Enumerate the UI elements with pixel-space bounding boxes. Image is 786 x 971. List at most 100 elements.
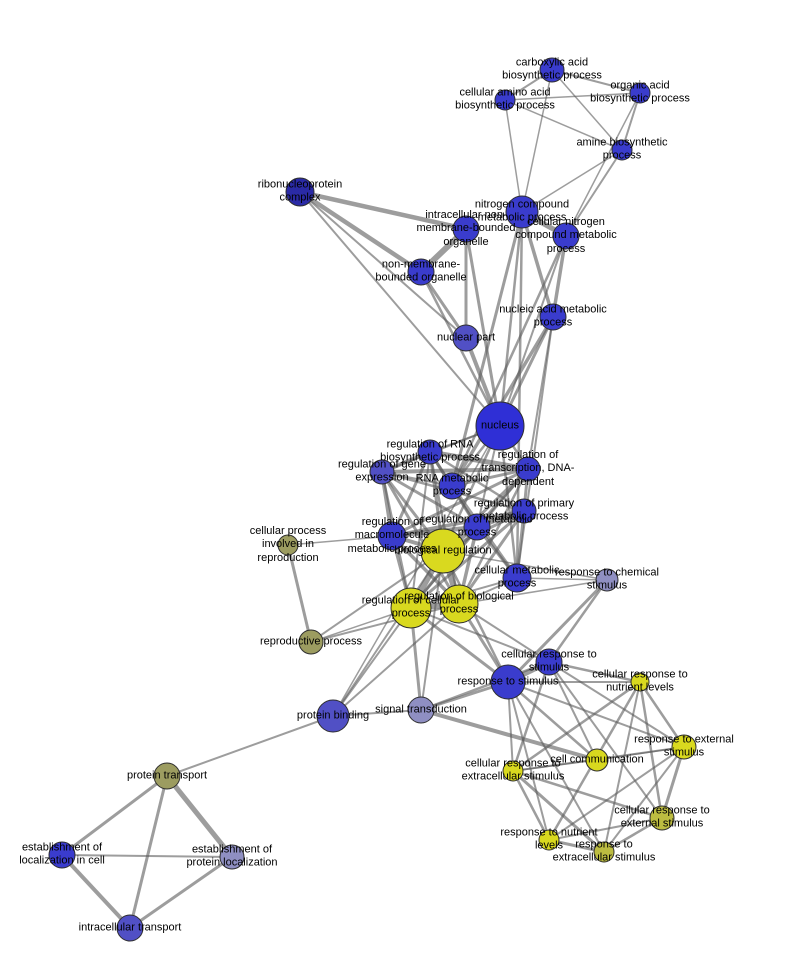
graph-edge-regRNAbio-regTranscription: [427, 449, 531, 472]
graph-node-cellRespExternal[interactable]: [649, 805, 675, 831]
graph-edge-respChemical-respStimulus: [506, 578, 609, 684]
graph-node-respStimulus[interactable]: [490, 664, 526, 700]
graph-edge-regTranscription-regGeneExpr: [380, 467, 530, 474]
graph-node-proteinBinding[interactable]: [316, 699, 350, 733]
graph-node-respChemical[interactable]: [595, 568, 619, 592]
graph-edge-carboxylic-nitrogen: [521, 69, 553, 213]
graph-node-nmbo[interactable]: [407, 258, 435, 286]
graph-node-respExternal[interactable]: [671, 734, 697, 760]
graph-edge-nitrogen-nucleus: [498, 210, 524, 428]
graph-edge-cpir-regMacromolecule: [287, 535, 393, 546]
graph-edge-cellNitrogen-rnaMetabolic: [450, 234, 568, 488]
graph-edge-respStimulus-cellCommunication: [506, 680, 599, 762]
graph-edge-nitrogen-nucleicAcid: [520, 210, 555, 319]
graph-node-intraNMBO[interactable]: [452, 215, 480, 243]
graph-edge-cellRespExtracellular-cellCommunication: [512, 759, 598, 772]
graph-node-cellNitrogen[interactable]: [552, 222, 580, 250]
graph-edge-respStimulus-respExtracellular: [507, 681, 605, 853]
graph-edge-amine-nitrogen: [521, 149, 623, 213]
graph-node-cellMetabolic[interactable]: [502, 563, 532, 593]
graph-node-cpir[interactable]: [277, 534, 299, 556]
graph-edge-amine-cellNitrogen: [565, 149, 623, 237]
graph-node-nuclearPart[interactable]: [452, 324, 480, 352]
graph-node-respNutrient[interactable]: [538, 829, 560, 851]
graph-node-rnp[interactable]: [285, 177, 315, 207]
graph-edge-cellRespNutrient-respExtracellular: [603, 681, 641, 853]
graph-edge-cellRespStimulus-cellCommunication: [548, 661, 598, 761]
graph-edge-proteinBinding-bioRegulation: [332, 550, 444, 717]
graph-node-cellRespNutrient[interactable]: [630, 672, 650, 692]
graph-edge-rnp-nucleus: [299, 191, 501, 427]
graph-edge-organic-cellAmino: [504, 92, 641, 101]
graph-edge-organic-cellNitrogen: [565, 92, 641, 237]
graph-edge-signalTransduction-bioRegulation: [420, 550, 444, 711]
graph-edge-cellRespExtracellular-respExtracellular: [511, 769, 606, 854]
graph-edge-respChemical-bioRegulation: [442, 550, 608, 581]
graph-edge-cellAmino-nitrogen: [504, 99, 523, 213]
graph-edge-cellAmino-amine: [504, 99, 623, 151]
graph-node-cellRespExtracellular[interactable]: [502, 760, 524, 782]
graph-edge-estLocCell-intracellularTransport: [60, 853, 132, 930]
graph-edge-respChemical-regBiological: [458, 579, 608, 605]
graph-edge-regGeneExpr-regMetabolic: [380, 470, 479, 529]
graph-edge-intraNMBO-nucleus: [464, 227, 502, 428]
graph-node-nitrogen[interactable]: [505, 195, 539, 229]
graph-node-nucleus[interactable]: [475, 401, 525, 451]
graph-node-rnaMetabolic[interactable]: [438, 472, 466, 500]
graph-node-regBiological[interactable]: [439, 584, 479, 624]
graph-edge-estLocCell-estProteinLoc: [61, 854, 233, 858]
graph-node-regMacromolecule[interactable]: [377, 521, 407, 551]
graph-node-estLocCell[interactable]: [48, 841, 76, 869]
graph-node-intracellularTransport[interactable]: [116, 914, 144, 942]
graph-edge-proteinBinding-nucleus: [332, 425, 501, 717]
graph-edge-respStimulus-respExternal: [507, 681, 685, 748]
graph-node-signalTransduction[interactable]: [407, 696, 435, 724]
graph-edge-cellRespStimulus-signalTransduction: [419, 660, 551, 712]
graph-edge-cellRespNutrient-cellRespExtracellular: [511, 680, 642, 773]
graph-node-regMetabolic[interactable]: [463, 513, 491, 541]
graph-edge-respChemical-cellMetabolic: [516, 577, 608, 581]
graph-edge-reproductive-bioRegulation: [310, 550, 444, 643]
graph-edge-respNutrient-cellRespExternal: [548, 817, 663, 841]
graph-edge-cellRespStimulus-cellRespExtracellular: [511, 660, 551, 773]
graph-edge-respChemical-cellRespStimulus: [547, 578, 609, 664]
graph-edge-proteinBinding-proteinTransport: [166, 715, 334, 777]
graph-edge-rnp-nmbo: [297, 189, 424, 275]
graph-node-organic[interactable]: [629, 82, 651, 104]
graph-edge-proteinTransport-estLocCell: [60, 774, 169, 857]
graph-edge-cpir-reproductive: [286, 543, 313, 644]
graph-edge-rnp-nuclearPart: [299, 191, 467, 339]
graph-node-regGeneExpr[interactable]: [369, 459, 395, 485]
graph-edge-cellRespExtracellular-respNutrient: [511, 769, 551, 842]
graph-node-cellCommunication[interactable]: [585, 748, 609, 772]
graph-node-regCellular[interactable]: [390, 587, 432, 629]
graph-node-cellAmino[interactable]: [494, 89, 516, 111]
graph-node-regTranscription[interactable]: [515, 456, 541, 482]
graph-edge-regGeneExpr-regBiological: [380, 470, 461, 606]
graph-node-carboxylic[interactable]: [539, 57, 565, 83]
graph-edge-estProteinLoc-intracellularTransport: [128, 855, 234, 930]
graph-edge-cellRespExtracellular-cellRespExternal: [511, 769, 664, 820]
graph-edge-cellNitrogen-nucleicAcid: [551, 234, 568, 319]
graph-edge-proteinTransport-estProteinLoc: [164, 773, 235, 860]
graph-edge-proteinTransport-intracellularTransport: [128, 774, 169, 930]
graph-node-estProteinLoc[interactable]: [219, 844, 245, 870]
graph-node-respExtracellular[interactable]: [593, 841, 615, 863]
graph-node-nucleicAcid[interactable]: [539, 303, 567, 331]
graph-node-amine[interactable]: [611, 139, 633, 161]
graph-edge-respExternal-respExtracellular: [603, 746, 685, 853]
graph-edge-carboxylic-organic: [551, 69, 641, 94]
graph-edge-rnp-intraNMBO: [297, 189, 469, 232]
graph-node-proteinTransport[interactable]: [153, 762, 181, 790]
graph-node-cellRespStimulus[interactable]: [535, 648, 563, 676]
graph-node-bioRegulation[interactable]: [420, 528, 466, 574]
graph-edge-cellRespNutrient-respExternal: [638, 680, 686, 749]
graph-node-regPrimary[interactable]: [511, 498, 537, 524]
graph-node-regRNAbio[interactable]: [417, 439, 443, 465]
graph-edge-cellRespStimulus-cellRespNutrient: [547, 660, 642, 684]
graph-edge-cellRespStimulus-respExternal: [548, 661, 685, 748]
graph-edge-regPrimary-regCellular: [409, 509, 526, 610]
graph-node-reproductive[interactable]: [298, 629, 324, 655]
